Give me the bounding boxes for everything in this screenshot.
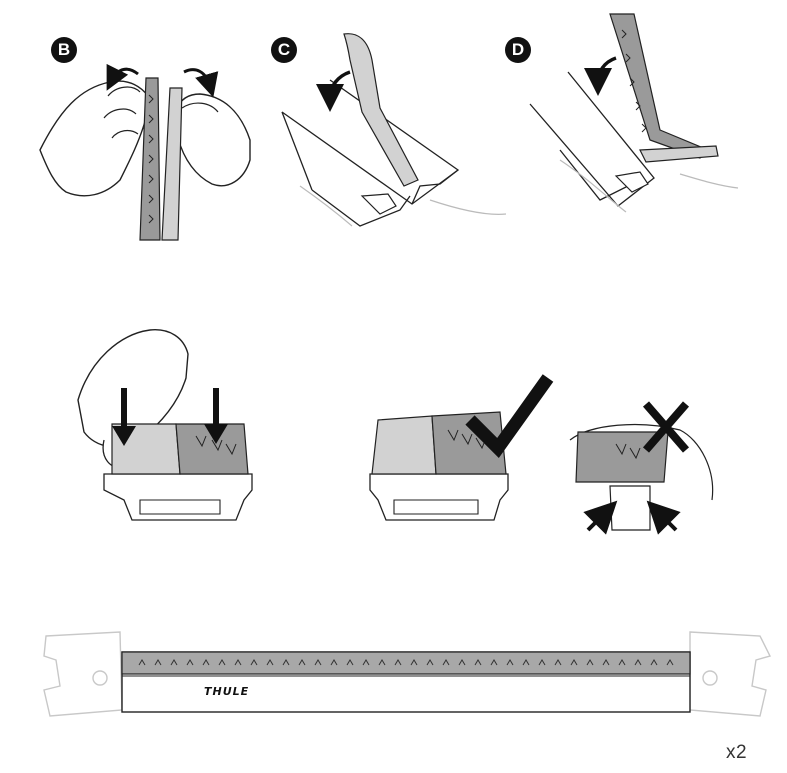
strip-chevron	[458, 659, 466, 666]
press-down-illustration	[77, 329, 253, 521]
strip-chevron	[314, 659, 322, 666]
strip-chevron	[394, 659, 402, 666]
strip-chevron	[650, 659, 658, 666]
incorrect-result-illustration	[569, 401, 714, 535]
step-c-badge: C	[271, 37, 297, 63]
strip-chevron	[362, 659, 370, 666]
quantity-label: x2	[726, 742, 748, 763]
step-d-badge: D	[505, 37, 531, 63]
thule-logo: THULE	[204, 685, 249, 698]
left-foot-outline	[43, 631, 123, 717]
gap-arrow-right	[646, 500, 681, 535]
strip-chevron	[474, 659, 482, 666]
strip-chevron	[618, 659, 626, 666]
strip-chevron	[522, 659, 530, 666]
bar-strip-top	[121, 651, 691, 675]
insert-arrow-d	[584, 56, 617, 96]
step-b-illustration	[39, 63, 251, 241]
bar-cross-section-correct	[369, 473, 509, 521]
strip-chevron	[266, 659, 274, 666]
gap-arrow-left	[583, 500, 618, 535]
strip-chevron	[538, 659, 546, 666]
strip-chevron	[282, 659, 290, 666]
step-b-badge: B	[51, 37, 77, 63]
step-d-illustration	[529, 13, 739, 213]
bar-cross-section-press	[103, 473, 253, 521]
strip-chevron	[218, 659, 226, 666]
bar-cross-section-incorrect	[609, 485, 651, 531]
strip-chevron	[250, 659, 258, 666]
right-foot-outline	[689, 631, 772, 717]
strip-chevron	[154, 659, 162, 666]
strip-chevron	[138, 659, 146, 666]
strip-chevron	[634, 659, 642, 666]
insert-arrow-c	[316, 70, 351, 112]
strip-chevron	[570, 659, 578, 666]
strip-chevron	[378, 659, 386, 666]
strip-chevron	[298, 659, 306, 666]
strip-chevron	[442, 659, 450, 666]
strip-applying	[343, 33, 419, 187]
step-c-illustration	[281, 33, 507, 227]
strip-chevron	[170, 659, 178, 666]
strip-chevron	[586, 659, 594, 666]
strip-backing	[139, 77, 161, 241]
correct-result-illustration	[369, 374, 554, 521]
strip-chevron	[666, 659, 674, 666]
strip-seal	[161, 87, 183, 241]
strip-chevron	[234, 659, 242, 666]
strip-chevron	[506, 659, 514, 666]
strip-chevron	[202, 659, 210, 666]
bar-end-profile	[311, 189, 411, 227]
strip-chevron	[186, 659, 194, 666]
full-bar-illustration	[43, 631, 772, 717]
strip-chevron	[602, 659, 610, 666]
strip-chevrons	[138, 659, 674, 666]
peel-right-arrow	[183, 68, 219, 98]
peel-left-arrow	[106, 63, 139, 91]
check-mark-icon	[465, 374, 554, 459]
strip-chevron	[554, 659, 562, 666]
left-hand	[39, 80, 149, 197]
strip-chevron	[426, 659, 434, 666]
strip-chevron	[346, 659, 354, 666]
strip-chevron	[330, 659, 338, 666]
strip-chevron	[490, 659, 498, 666]
cross-mark-icon	[642, 401, 690, 453]
strip-chevron	[410, 659, 418, 666]
